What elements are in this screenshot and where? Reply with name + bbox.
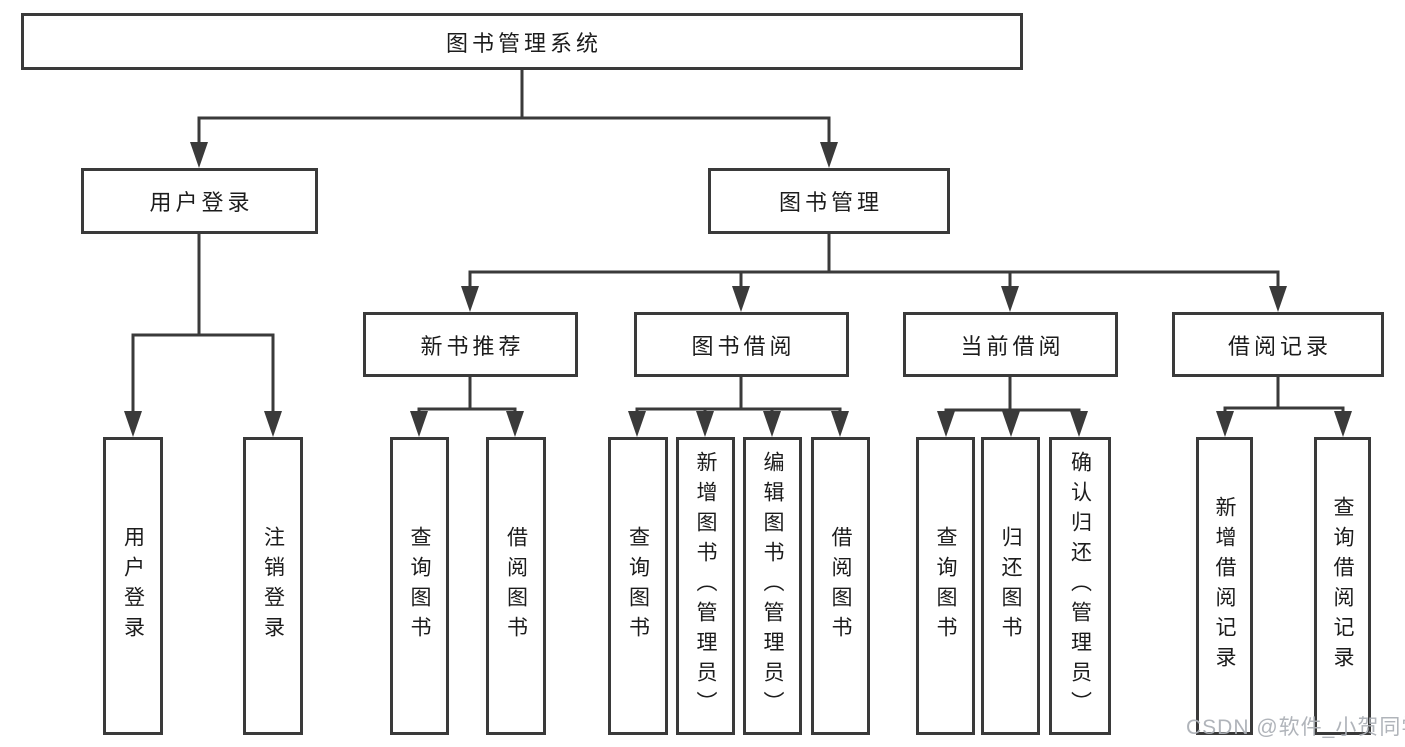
node-new-book-recommendation-label: 新书推荐 (420, 333, 525, 359)
leaf-current-return-books: 归还图书 (981, 437, 1040, 735)
leaf-borrowing-borrow-books: 借阅图书 (811, 437, 870, 735)
leaf-recommend-borrow-books-label: 借阅图书 (504, 526, 528, 646)
node-book-management-label: 图书管理 (778, 190, 883, 215)
node-borrowing-records: 借阅记录 (1172, 312, 1384, 377)
leaf-recommend-borrow-books: 借阅图书 (486, 437, 546, 735)
leaf-borrowing-add-books-admin: 新增图书（管理员） (676, 437, 735, 735)
leaf-logout: 注销登录 (243, 437, 303, 735)
branch-lines (131, 67, 1345, 417)
node-book-management: 图书管理 (708, 168, 950, 234)
csdn-watermark: CSDN @软件_小贺同学 (1186, 716, 1405, 739)
leaf-current-confirm-return-admin: 确认归还（管理员） (1049, 437, 1111, 735)
leaf-borrowing-query-books: 查询图书 (608, 437, 668, 735)
leaf-user-login-label: 用户登录 (121, 526, 145, 646)
leaf-records-query-borrow-record: 查询借阅记录 (1314, 437, 1371, 735)
node-library-management-system: 图书管理系统 (21, 13, 1023, 70)
leaf-recommend-query-books-label: 查询图书 (408, 526, 432, 646)
leaf-current-confirm-return-admin-label: 确认归还（管理员） (1068, 451, 1092, 721)
leaf-user-login: 用户登录 (103, 437, 163, 735)
leaf-borrowing-query-books-label: 查询图书 (626, 526, 650, 646)
leaf-recommend-query-books: 查询图书 (390, 437, 449, 735)
leaf-current-return-books-label: 归还图书 (999, 526, 1023, 646)
node-user-login-label: 用户登录 (149, 190, 254, 215)
node-current-borrowing: 当前借阅 (903, 312, 1118, 377)
leaf-logout-label: 注销登录 (261, 526, 285, 646)
node-library-management-system-label: 图书管理系统 (445, 30, 602, 56)
leaf-borrowing-edit-books-admin: 编辑图书（管理员） (743, 437, 802, 735)
leaf-records-query-borrow-record-label: 查询借阅记录 (1331, 496, 1355, 676)
leaf-records-add-borrow-record: 新增借阅记录 (1196, 437, 1253, 735)
node-user-login: 用户登录 (81, 168, 318, 234)
node-book-borrowing: 图书借阅 (634, 312, 849, 377)
leaf-current-query-books: 查询图书 (916, 437, 975, 735)
node-new-book-recommendation: 新书推荐 (363, 312, 578, 377)
node-current-borrowing-label: 当前借阅 (960, 333, 1065, 359)
arrowhead-icons (124, 142, 1352, 437)
node-borrowing-records-label: 借阅记录 (1227, 333, 1332, 359)
leaf-borrowing-add-books-admin-label: 新增图书（管理员） (694, 451, 718, 721)
leaf-current-query-books-label: 查询图书 (934, 526, 958, 646)
leaf-borrowing-borrow-books-label: 借阅图书 (829, 526, 853, 646)
leaf-records-add-borrow-record-label: 新增借阅记录 (1213, 496, 1237, 676)
node-book-borrowing-label: 图书借阅 (691, 333, 796, 359)
leaf-borrowing-edit-books-admin-label: 编辑图书（管理员） (761, 451, 785, 721)
